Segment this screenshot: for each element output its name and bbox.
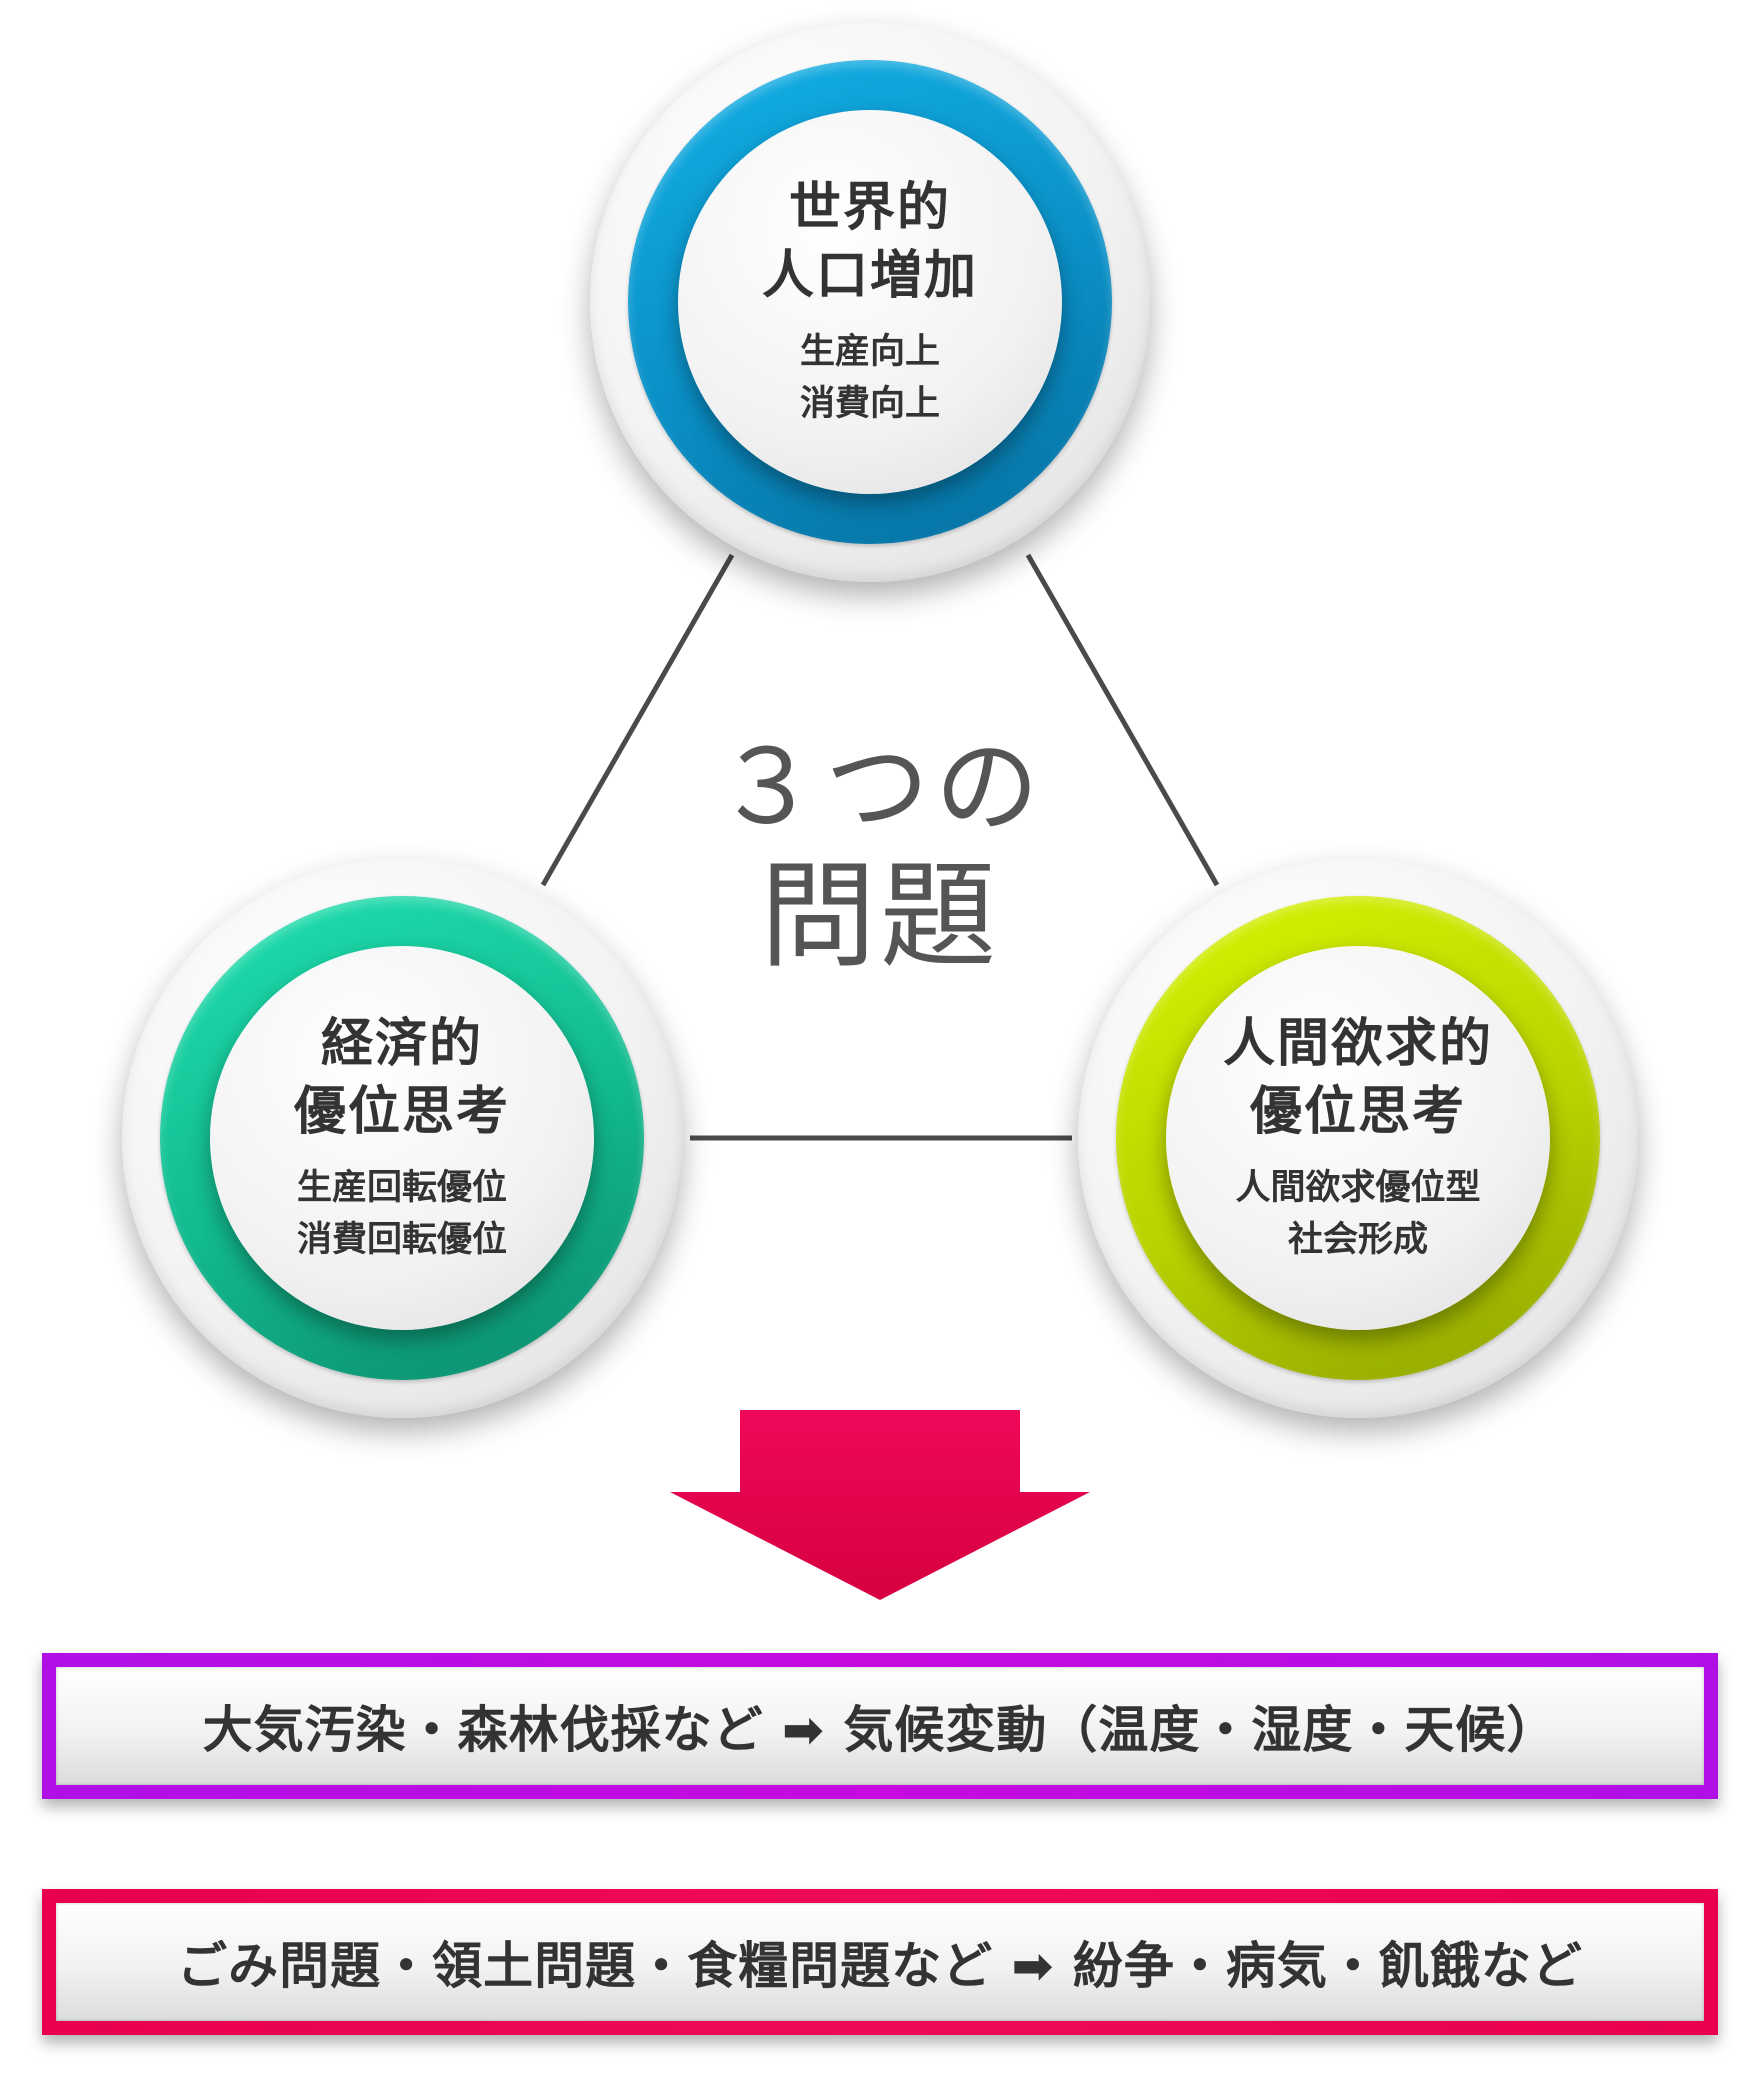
center-label-line2: 問題: [760, 849, 1000, 984]
circle-right-subtitle: 人間欲求優位型 社会形成: [1235, 1168, 1481, 1260]
result-box-climate-text: 大気汚染・森林伐採など ➡ 気候変動（温度・湿度・天候）: [56, 1667, 1704, 1785]
circle-population-growth: 世界的 人口増加 生産向上 消費向上: [590, 22, 1150, 582]
circle-left-title: 経済的 優位思考: [293, 1014, 510, 1142]
center-label: ３つの 問題: [660, 725, 1100, 985]
circle-left-content: 経済的 優位思考 生産回転優位 消費回転優位: [210, 946, 594, 1330]
center-label-line1: ３つの: [714, 726, 1045, 848]
circle-right-content: 人間欲求的 優位思考 人間欲求優位型 社会形成: [1166, 946, 1550, 1330]
circle-human-desire-priority: 人間欲求的 優位思考 人間欲求優位型 社会形成: [1078, 858, 1638, 1418]
down-arrow-icon: [670, 1410, 1090, 1600]
circle-economic-priority: 経済的 優位思考 生産回転優位 消費回転優位: [122, 858, 682, 1418]
result-box-conflict: ごみ問題・領土問題・食糧問題など ➡ 紛争・病気・飢餓など: [42, 1889, 1718, 2035]
circle-top-subtitle: 生産向上 消費向上: [799, 332, 940, 424]
connector-top-right: [1025, 553, 1220, 887]
result-box-climate: 大気汚染・森林伐採など ➡ 気候変動（温度・湿度・天候）: [42, 1653, 1718, 1799]
down-arrow-shape: [670, 1410, 1090, 1600]
connector-top-left: [540, 553, 735, 887]
result-box-conflict-text: ごみ問題・領土問題・食糧問題など ➡ 紛争・病気・飢餓など: [56, 1903, 1704, 2021]
circle-left-subtitle: 生産回転優位 消費回転優位: [296, 1168, 507, 1260]
circle-right-title: 人間欲求的 優位思考: [1222, 1014, 1493, 1142]
circle-top-title: 世界的 人口増加: [761, 178, 978, 306]
circle-top-content: 世界的 人口増加 生産向上 消費向上: [678, 110, 1062, 494]
